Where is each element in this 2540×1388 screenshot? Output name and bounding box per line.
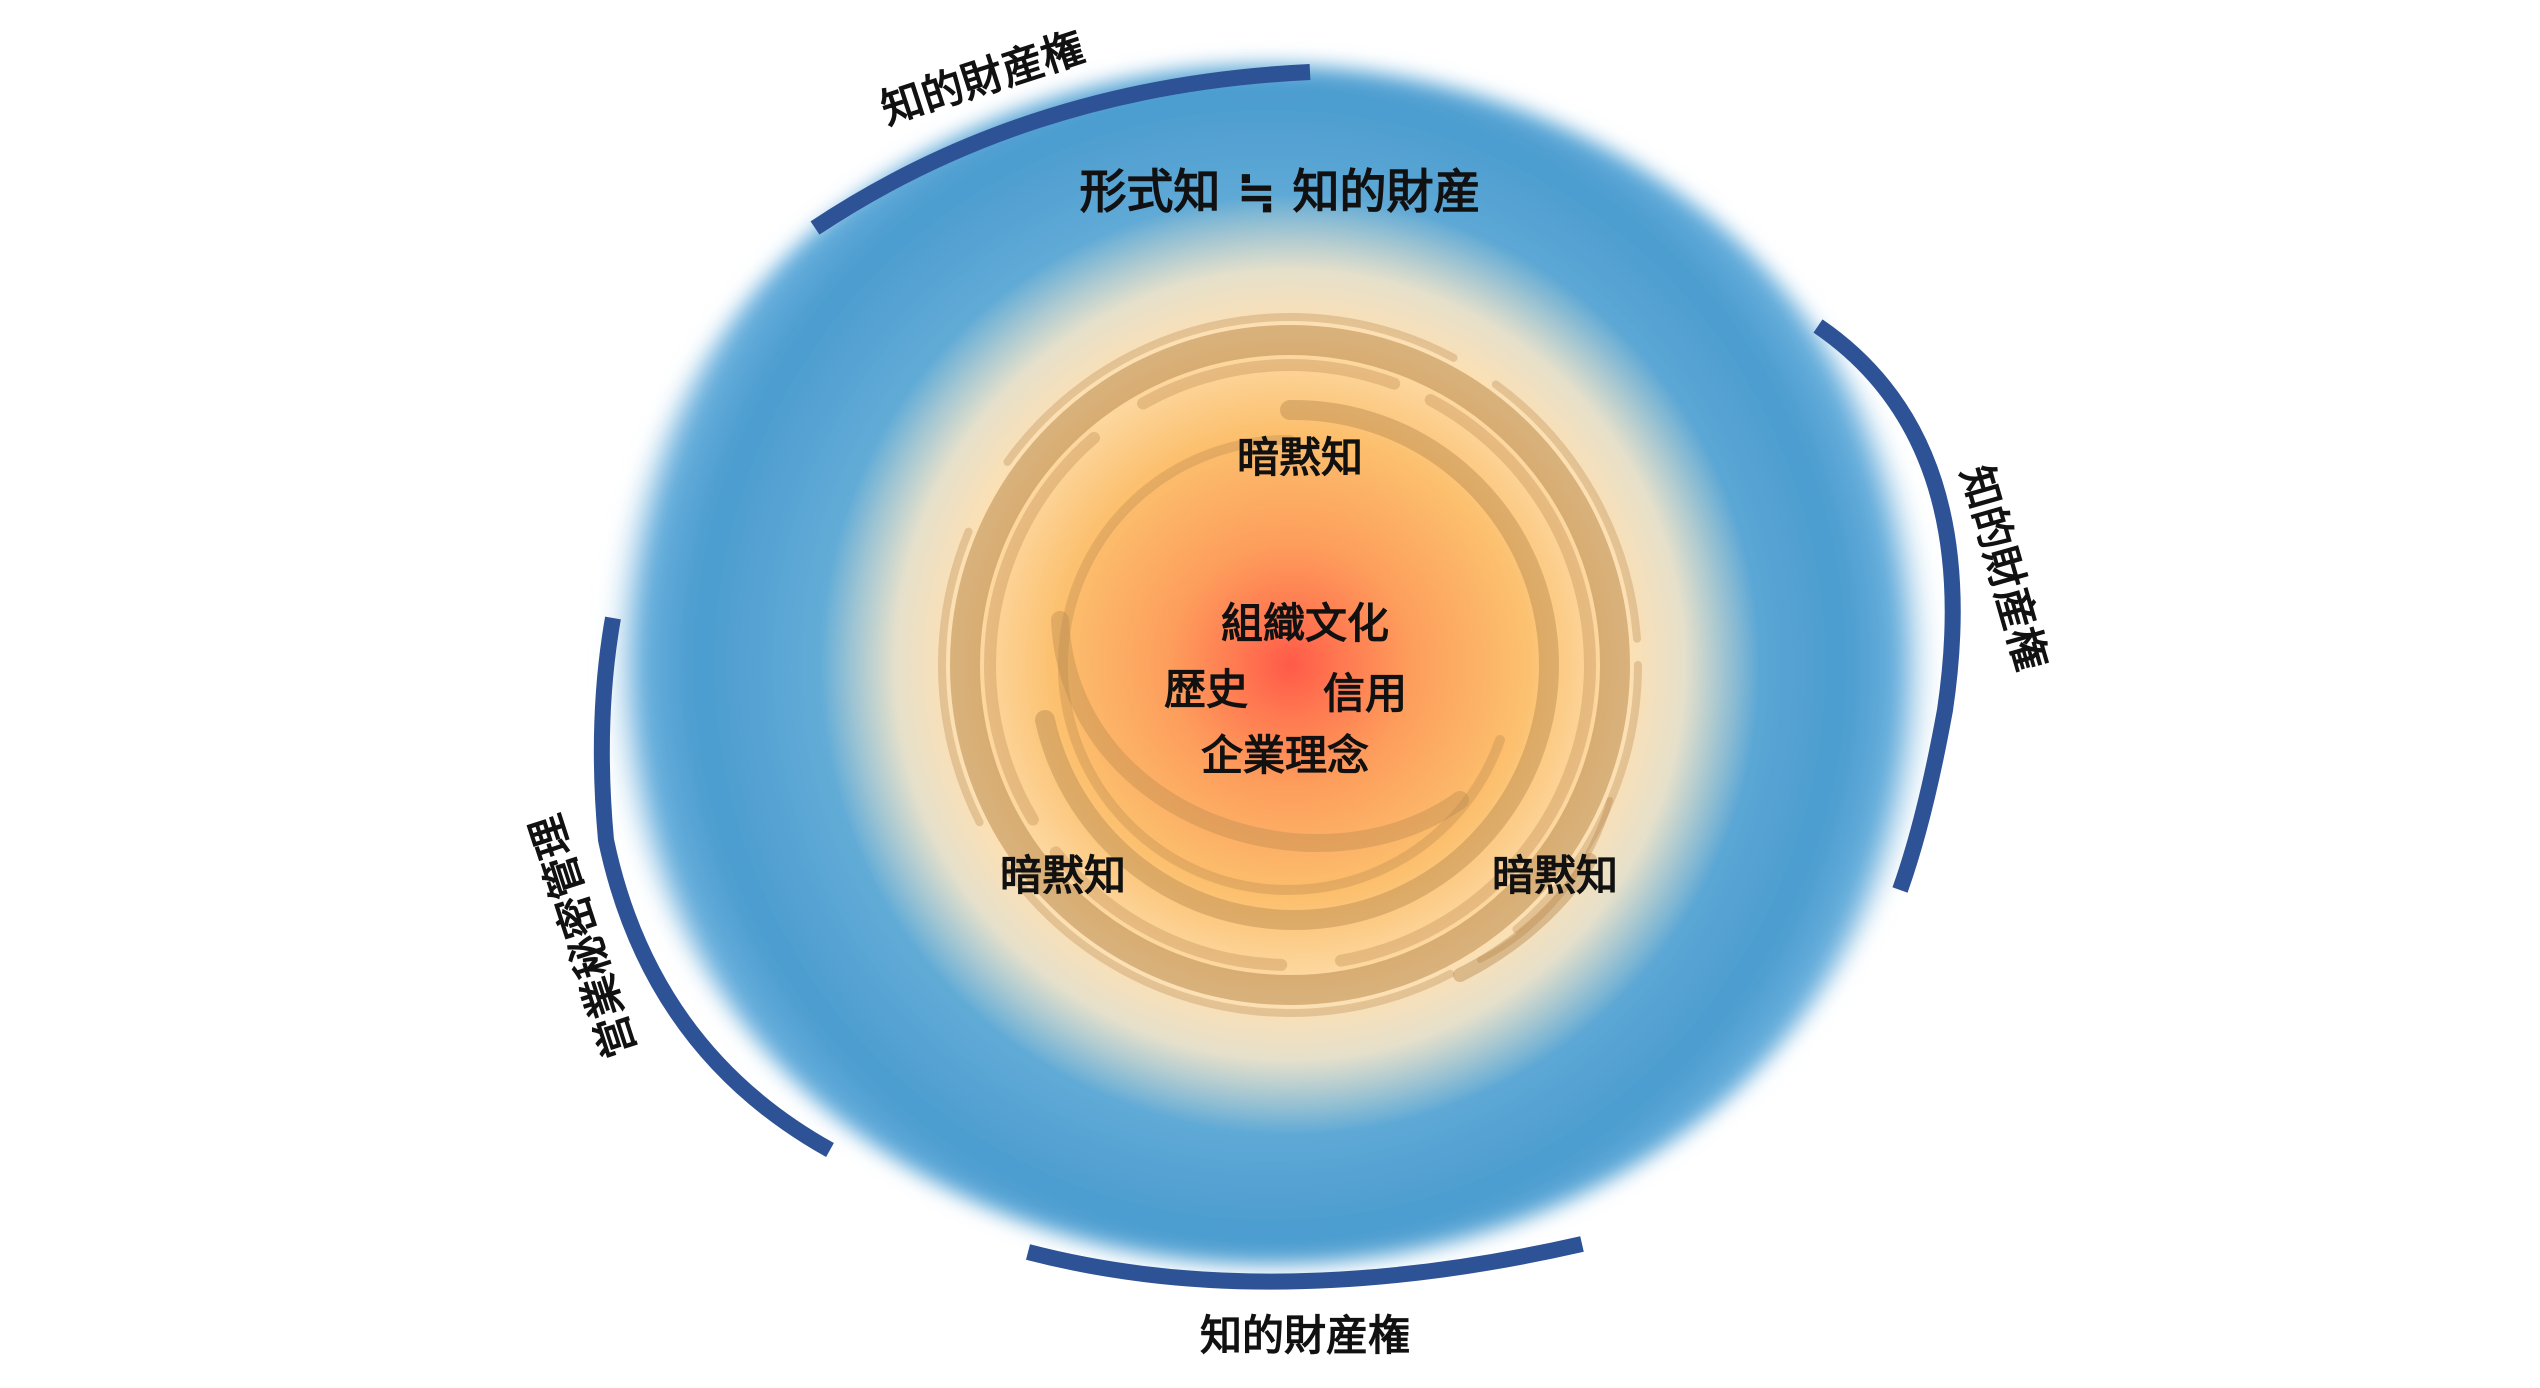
arc-label-right: 知的財産権 <box>1951 460 2056 675</box>
arc-label-left: 営業秘密管理 <box>521 809 645 1064</box>
arc-bottom <box>1025 1236 1584 1290</box>
arc-left <box>593 616 834 1157</box>
core-philosophy: 企業理念 <box>1201 731 1369 780</box>
core-trust: 信用 <box>1323 669 1407 718</box>
tacit-label-left: 暗黙知 <box>1000 851 1126 900</box>
core-culture: 組織文化 <box>1221 599 1389 648</box>
core-history: 歴史 <box>1164 665 1248 714</box>
arc-label-bottom: 知的財産権 <box>1200 1311 1410 1360</box>
arc-right <box>1813 319 1961 893</box>
brush-spiral <box>938 313 1642 1017</box>
arc-top-left <box>810 64 1311 235</box>
tacit-label-top: 暗黙知 <box>1237 433 1363 482</box>
tacit-label-right: 暗黙知 <box>1492 851 1618 900</box>
outer-ring-title: 形式知 ≒ 知的財産 <box>1079 165 1480 220</box>
protection-arcs <box>593 64 1961 1290</box>
